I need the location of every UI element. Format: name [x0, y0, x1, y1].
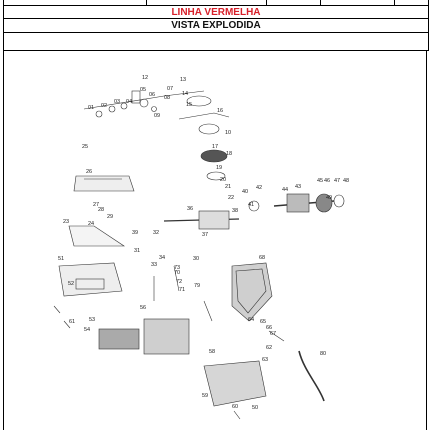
svg-text:58: 58: [209, 349, 215, 355]
svg-text:12: 12: [142, 75, 148, 81]
svg-text:23: 23: [63, 219, 69, 225]
svg-text:24: 24: [88, 221, 94, 227]
svg-text:30: 30: [193, 256, 199, 262]
svg-text:41: 41: [248, 202, 254, 208]
svg-text:06: 06: [149, 92, 155, 98]
svg-text:73: 73: [174, 265, 180, 271]
svg-text:42: 42: [256, 185, 262, 191]
svg-text:72: 72: [176, 279, 182, 285]
header-table: LINHA VERMELHA VISTA EXPLODIDA: [3, 0, 429, 51]
svg-text:56: 56: [140, 305, 146, 311]
svg-text:52: 52: [68, 281, 74, 287]
svg-text:68: 68: [259, 255, 265, 261]
svg-text:66: 66: [266, 325, 272, 331]
svg-text:10: 10: [225, 130, 231, 136]
svg-text:17: 17: [212, 144, 218, 150]
svg-text:04: 04: [126, 99, 132, 105]
svg-text:40: 40: [242, 189, 248, 195]
svg-text:31: 31: [134, 248, 140, 254]
svg-text:34: 34: [159, 255, 165, 261]
svg-text:05: 05: [140, 87, 146, 93]
svg-text:62: 62: [266, 345, 272, 351]
svg-text:28: 28: [98, 207, 104, 213]
svg-text:20: 20: [220, 177, 226, 183]
svg-text:64: 64: [248, 317, 254, 323]
svg-text:60: 60: [232, 404, 238, 410]
svg-text:63: 63: [262, 357, 268, 363]
svg-text:79: 79: [194, 283, 200, 289]
svg-text:18: 18: [226, 151, 232, 157]
svg-text:32: 32: [153, 230, 159, 236]
svg-text:25: 25: [82, 144, 88, 150]
svg-text:70: 70: [174, 270, 180, 276]
svg-text:46: 46: [324, 178, 330, 184]
svg-text:15: 15: [186, 102, 192, 108]
svg-text:29: 29: [107, 214, 113, 220]
svg-text:19: 19: [216, 165, 222, 171]
svg-text:49: 49: [326, 195, 332, 201]
blank-row: [4, 33, 428, 51]
svg-text:53: 53: [89, 317, 95, 323]
svg-text:44: 44: [282, 187, 288, 193]
svg-text:21: 21: [225, 184, 231, 190]
svg-text:03: 03: [114, 99, 120, 105]
svg-text:08: 08: [164, 95, 170, 101]
svg-text:09: 09: [154, 113, 160, 119]
svg-text:33: 33: [151, 262, 157, 268]
svg-text:48: 48: [343, 178, 349, 184]
svg-text:13: 13: [180, 77, 186, 83]
svg-text:45: 45: [317, 178, 323, 184]
header-top-row: [4, 0, 428, 6]
svg-text:80: 80: [320, 351, 326, 357]
svg-text:07: 07: [167, 86, 173, 92]
line-title: LINHA VERMELHA: [4, 6, 428, 19]
svg-text:27: 27: [93, 202, 99, 208]
view-subtitle: VISTA EXPLODIDA: [4, 19, 428, 33]
svg-text:14: 14: [182, 91, 188, 97]
svg-text:02: 02: [101, 103, 107, 109]
svg-text:01: 01: [88, 105, 94, 111]
svg-text:39: 39: [132, 230, 138, 236]
svg-text:22: 22: [228, 195, 234, 201]
svg-text:54: 54: [84, 327, 90, 333]
svg-text:50: 50: [252, 405, 258, 411]
svg-text:71: 71: [179, 287, 185, 293]
svg-text:43: 43: [295, 184, 301, 190]
svg-text:38: 38: [232, 208, 238, 214]
svg-text:61: 61: [69, 319, 75, 325]
svg-text:16: 16: [217, 108, 223, 114]
svg-text:67: 67: [270, 331, 276, 337]
svg-text:26: 26: [86, 169, 92, 175]
svg-text:51: 51: [58, 256, 64, 262]
svg-text:47: 47: [334, 178, 340, 184]
svg-text:37: 37: [202, 232, 208, 238]
svg-text:36: 36: [187, 206, 193, 212]
svg-text:59: 59: [202, 393, 208, 399]
svg-text:65: 65: [260, 319, 266, 325]
